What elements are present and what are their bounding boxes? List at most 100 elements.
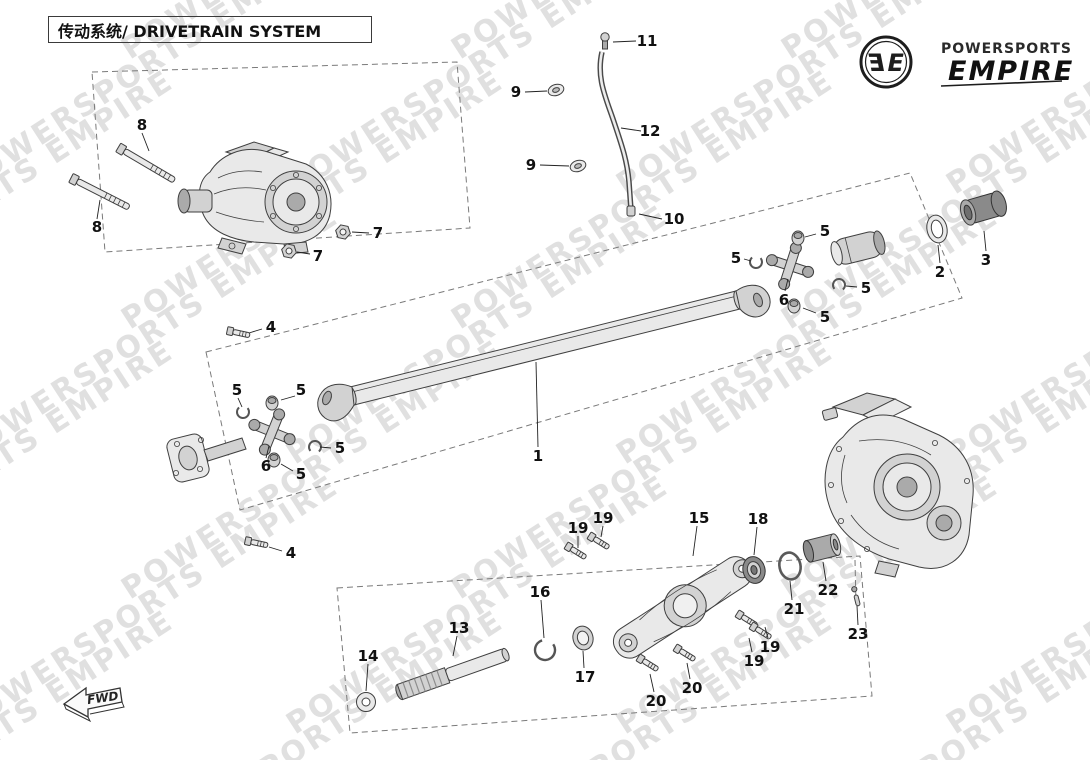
callout-label: 5 bbox=[335, 439, 345, 457]
logo-emblem-ring bbox=[859, 35, 913, 89]
callout-leader bbox=[248, 328, 263, 334]
page-title: 传动系统/ DRIVETRAIN SYSTEM bbox=[58, 21, 322, 41]
logo-emblem-letters: E E bbox=[868, 49, 905, 77]
callout-label: 5 bbox=[820, 222, 830, 240]
callout-label: 20 bbox=[646, 692, 667, 710]
front-u-joint bbox=[233, 395, 325, 468]
bearing-cap-5 bbox=[265, 395, 279, 411]
callout-leader bbox=[280, 395, 296, 401]
rear-u-joint bbox=[746, 230, 886, 314]
callout-label: 2 bbox=[935, 263, 945, 281]
callout-label: 8 bbox=[92, 218, 102, 236]
bolt-20 bbox=[672, 643, 698, 664]
callout-label: 5 bbox=[731, 249, 741, 267]
callout-label: 9 bbox=[511, 83, 521, 101]
callout-label: 17 bbox=[575, 668, 596, 686]
callout-leader bbox=[692, 525, 698, 557]
callout-leader bbox=[539, 164, 570, 167]
prop-shaft-group-outline bbox=[205, 172, 963, 511]
hose-grommet-lower bbox=[569, 159, 587, 173]
callout-leader bbox=[845, 285, 858, 288]
callout-label: 20 bbox=[682, 679, 703, 697]
front-output-flange bbox=[166, 433, 247, 483]
prop-shaft bbox=[317, 284, 771, 422]
callout-leader bbox=[351, 231, 370, 234]
callout-leader bbox=[237, 397, 243, 408]
callout-leader bbox=[822, 561, 827, 582]
callout-label: 19 bbox=[593, 509, 614, 527]
callout-leader bbox=[937, 244, 941, 264]
washer-14 bbox=[356, 692, 376, 712]
rear-output-group-outline bbox=[336, 555, 873, 734]
callout-label: 6 bbox=[261, 457, 271, 475]
snap-clip-5 bbox=[233, 402, 253, 422]
callout-label: 4 bbox=[266, 318, 276, 336]
callout-leader bbox=[141, 132, 150, 152]
callout-label: 14 bbox=[358, 647, 379, 665]
callout-leader bbox=[612, 40, 637, 43]
callout-label: 3 bbox=[981, 251, 991, 269]
callout-label: 5 bbox=[296, 381, 306, 399]
title-box: 传动系统/ DRIVETRAIN SYSTEM bbox=[48, 16, 372, 43]
callout-label: 16 bbox=[530, 583, 551, 601]
callout-label: 4 bbox=[286, 544, 296, 562]
fwd-label: FWD bbox=[86, 689, 119, 707]
slip-coupler bbox=[830, 230, 886, 266]
front-diff-group-outline bbox=[91, 61, 471, 253]
callout-leader bbox=[265, 445, 270, 459]
callout-leader bbox=[789, 580, 793, 601]
callout-label: 11 bbox=[637, 32, 658, 50]
output-shaft-13 bbox=[395, 647, 510, 701]
callout-label: 5 bbox=[820, 308, 830, 326]
callout-leader bbox=[582, 650, 585, 669]
callout-label: 23 bbox=[848, 625, 869, 643]
snap-ring-16 bbox=[533, 638, 557, 662]
bearing-cap-5 bbox=[787, 298, 801, 314]
callout-label: 12 bbox=[640, 122, 661, 140]
bolt-20 bbox=[635, 653, 661, 674]
callout-leader bbox=[268, 546, 283, 552]
callout-leader bbox=[802, 307, 817, 314]
callout-label: 6 bbox=[779, 291, 789, 309]
callout-leader bbox=[748, 637, 753, 653]
seal-ring-2 bbox=[926, 214, 948, 244]
callout-leader bbox=[535, 361, 539, 448]
callout-label: 21 bbox=[784, 600, 805, 618]
brand-logo: E E POWERSPORTS EMPIRE bbox=[859, 35, 1072, 89]
mount-bolt-8-upper bbox=[115, 142, 178, 186]
callout-label: 5 bbox=[232, 381, 242, 399]
callout-label: 13 bbox=[449, 619, 470, 637]
callout-label: 5 bbox=[296, 465, 306, 483]
callout-label: 5 bbox=[861, 279, 871, 297]
logo-underline bbox=[940, 80, 1063, 87]
callout-leader bbox=[764, 626, 769, 639]
bearing-17 bbox=[572, 625, 594, 651]
callout-leader bbox=[319, 446, 332, 449]
svg-text:E: E bbox=[868, 49, 885, 77]
shaft-yoke-rear bbox=[735, 284, 771, 318]
callout-leader bbox=[452, 635, 458, 657]
callout-leader bbox=[638, 213, 663, 220]
rear-output-assembly bbox=[356, 531, 861, 712]
callout-label: 15 bbox=[689, 509, 710, 527]
callout-leader bbox=[296, 251, 311, 255]
fwd-arrow bbox=[62, 686, 123, 719]
callout-label: 18 bbox=[748, 510, 769, 528]
callout-label: 8 bbox=[137, 116, 147, 134]
logo-brand-top: POWERSPORTS bbox=[941, 41, 1072, 57]
group-outlines bbox=[91, 61, 963, 734]
svg-text:E: E bbox=[888, 49, 905, 77]
bearing-cap-5 bbox=[791, 230, 805, 246]
fwd-indicator: FWD bbox=[62, 686, 125, 723]
callout-leader bbox=[96, 199, 101, 220]
spacer-bushing-22 bbox=[802, 533, 842, 563]
callout-label: 19 bbox=[760, 638, 781, 656]
vent-bolt bbox=[600, 32, 610, 50]
callout-leader bbox=[524, 90, 548, 93]
oil-seal-18 bbox=[742, 556, 766, 584]
snap-clip-5 bbox=[746, 252, 766, 272]
dowel-pin-23 bbox=[851, 586, 861, 607]
callout-label: 7 bbox=[313, 247, 323, 265]
